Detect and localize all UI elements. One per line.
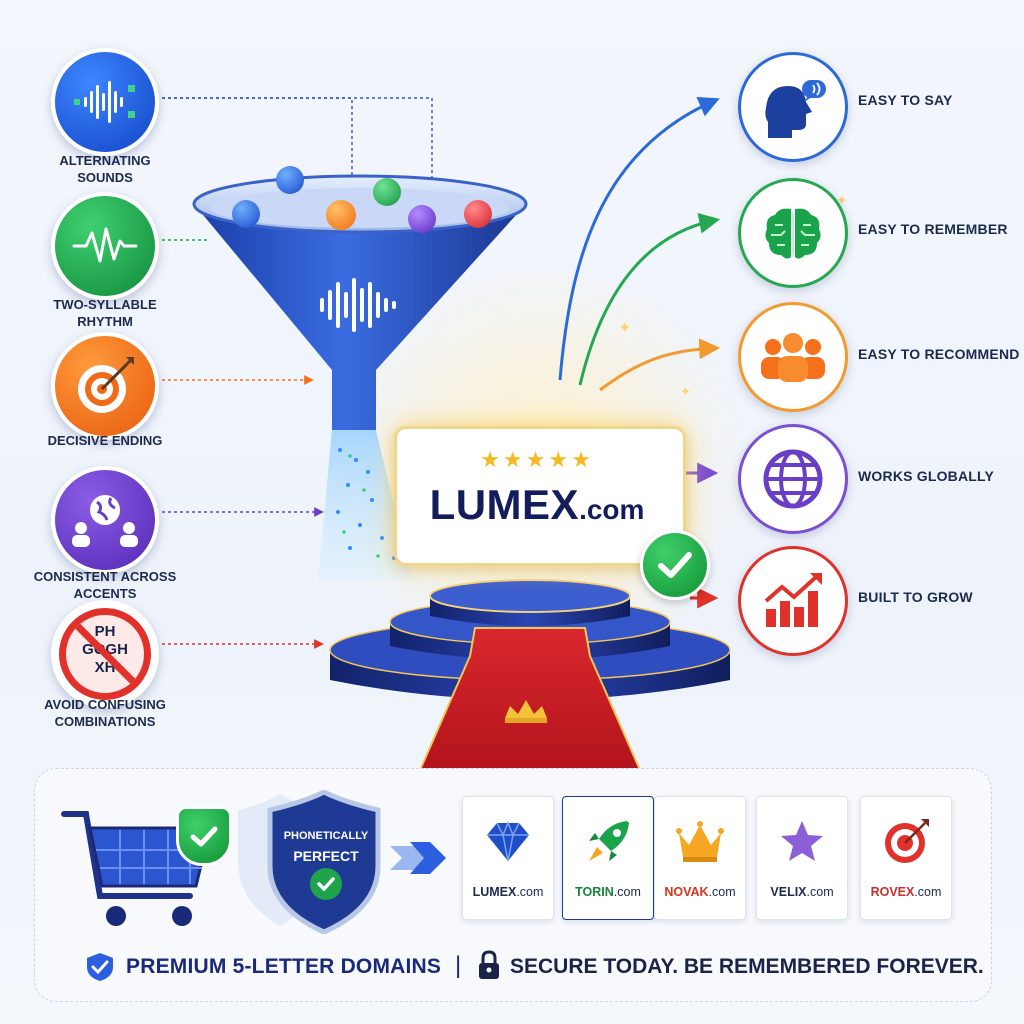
feature-two-syllable-rhythm: Two-Syllable Rhythm [50,192,160,329]
benefit-easy-to-recommend [738,302,848,412]
sound-ball-green [373,178,401,206]
domain-card-torin[interactable]: TORIN.com [562,796,654,920]
feature-consistent-across-accents: Consistent Across Accents [34,466,176,601]
domain-main: NOVAK [664,885,709,899]
soundwave-icon [74,81,135,123]
benefit-works-globally [738,424,848,534]
domain-main: TORIN [575,885,614,899]
lock-icon [479,950,499,979]
domain-card-velix[interactable]: VELIX.com [756,796,848,920]
badge-text: PHONETICALLY PERFECT [270,826,382,866]
globe-people-icon [72,495,138,547]
footer-right-text: SECURE TODAY. BE REMEMBERED FOREVER. [510,955,984,978]
star-icon [781,821,823,861]
badge-line1: PHONETICALLY [283,830,369,842]
benefit-label: EASY TO RECOMMEND [858,346,1020,362]
domain-tld: .com [579,494,645,525]
feature-label: Decisive Ending [47,433,163,448]
sound-ball-blue [276,166,304,194]
domain-main: LUMEX [429,481,580,528]
combination-letters: XH [94,659,116,676]
domain-tld: .com [708,885,736,899]
sound-ball-orange [326,200,356,230]
footer-left-text: PREMIUM 5-LETTER DOMAINS [126,955,442,978]
domain-card-novak[interactable]: NOVAK.com [654,796,746,920]
hero-domain-name: LUMEX.com [397,481,677,529]
feature-decisive-ending: Decisive Ending [48,332,162,448]
shield-check-icon [87,953,113,981]
domain-tld: .com [806,885,834,899]
benefit-easy-to-remember [738,178,848,288]
feature-alternating-sounds: Alternating Sounds [50,48,160,185]
rating-stars: ★★★★★ [480,447,594,472]
target-arrow-icon [78,357,134,413]
target-icon [885,819,929,863]
feature-label: Avoid Confusing Combinations [44,697,166,729]
funnel-soundwave-icon [320,278,396,332]
sound-ball-purple [408,205,436,233]
check-badge-icon [640,530,710,600]
domain-main: VELIX [770,885,807,899]
domain-main: LUMEX [472,885,517,899]
cart-check-badge-icon [176,806,232,866]
badge-check-icon [310,868,342,900]
podium [329,579,731,770]
shield-badge-icon [238,790,381,934]
feature-label: Alternating Sounds [59,153,151,185]
sparkle-icon: ✦ [618,320,632,337]
people-group-icon [761,333,825,382]
benefit-label: BUILT TO GROW [858,589,973,605]
sound-ball-blue [232,200,260,228]
brain-icon [765,208,821,259]
double-arrow-icon [390,842,446,874]
combination-letters: PH [94,623,116,640]
benefit-label: EASY TO SAY [858,92,953,108]
sparkle-icon: ✦ [836,192,848,208]
feature-avoid-confusing-combinations: PH GOGH XH Avoid Confusing Combinations [44,600,166,729]
sparkle-icon: ✦ [680,384,691,399]
footer-divider: | [455,952,462,979]
crown-icon [505,700,547,718]
hero-domain-card: ★★★★★ LUMEX.com [394,426,686,566]
speaking-head-icon [765,80,826,138]
benefit-built-to-grow [738,546,848,656]
no-combinations-icon: PH GOGH XH [59,608,151,700]
feature-label: Two-Syllable Rhythm [53,297,157,329]
sound-ball-red [464,200,492,228]
badge-line2: PERFECT [293,848,359,864]
rhythm-wave-icon [72,227,138,263]
rocket-icon [589,821,629,861]
domain-card-lumex[interactable]: LUMEX.com [462,796,554,920]
domain-tld: .com [914,885,942,899]
globe-icon [763,449,823,509]
benefit-label: WORKS GLOBALLY [858,468,995,484]
diamond-icon [487,821,529,862]
domain-tld: .com [516,885,544,899]
feature-label: Consistent Across Accents [33,569,177,601]
crown-icon [676,821,724,862]
benefit-label: EASY TO REMEMBER [858,221,1008,237]
growth-chart-icon [764,573,822,627]
domain-card-rovex[interactable]: ROVEX.com [860,796,952,920]
domain-main: ROVEX [870,885,915,899]
benefit-easy-to-say [738,52,848,162]
domain-tld: .com [613,885,641,899]
funnel [192,174,528,580]
